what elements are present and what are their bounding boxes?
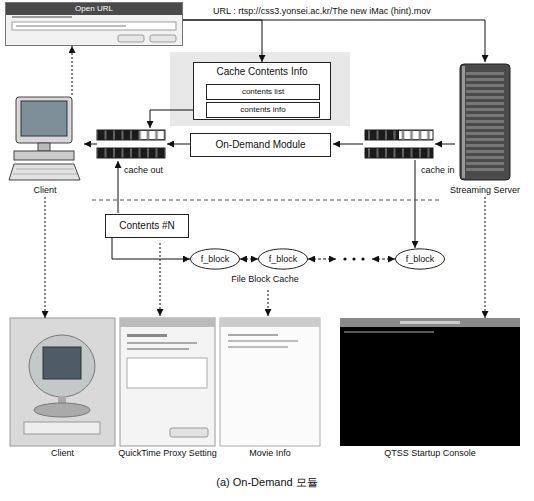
connector: [112, 238, 190, 259]
connector: [72, 46, 73, 95]
node-text: Movie Info: [249, 448, 291, 459]
flow-label: File Block Cache: [230, 274, 300, 285]
server-tower: [460, 64, 510, 180]
dialog-window: Open URL: [5, 2, 183, 46]
connector: [240, 259, 258, 260]
node-text: f_block: [406, 254, 435, 265]
process-box: On-Demand Module: [190, 133, 331, 157]
shaded-panel: [170, 52, 350, 126]
block-ellipse: f_block: [258, 248, 308, 270]
process-box: Cache Contents Info contents list contents…: [193, 62, 331, 120]
figure-node: Streaming Server: [448, 62, 523, 197]
figure-node: Client: [10, 318, 115, 460]
node-text: Streaming Server: [450, 185, 520, 196]
connector: [183, 20, 485, 62]
node-text: On-Demand Module: [215, 139, 305, 151]
figure-node: Movie Info: [220, 318, 320, 460]
node-text: Open URL: [75, 4, 113, 14]
block-ellipse: f_block: [190, 248, 240, 270]
figure-node: QTSS Startup Console: [340, 318, 520, 460]
console-screenshot: [340, 318, 520, 446]
flow-wires: [84, 110, 455, 316]
figure-node: QuickTime Proxy Setting: [116, 318, 219, 460]
ellipse-shape: [259, 249, 308, 269]
title-bar: Open URL: [6, 3, 182, 15]
node-text: Contents #N: [119, 220, 175, 232]
flow-label: cache in: [420, 165, 456, 176]
connector: [485, 197, 486, 318]
ellipse-shape: [396, 249, 445, 269]
right-queue: [365, 130, 433, 158]
node-text: f_block: [201, 254, 230, 265]
node-text: f_block: [269, 254, 298, 265]
node-text: Cache Contents Info: [216, 66, 307, 78]
dialog-screenshot: [6, 3, 182, 45]
connector: [45, 197, 46, 318]
process-box: contents info: [206, 102, 320, 118]
proxy-setting-screenshot: [120, 318, 215, 446]
block-ellipse: f_block: [395, 248, 445, 270]
left-queue: [97, 130, 165, 158]
flow-label: cache out: [123, 165, 164, 176]
figure-caption: (a) On-Demand 모듈: [216, 476, 317, 489]
node-text: contents list: [242, 87, 284, 97]
connector: [183, 20, 262, 62]
url-label: URL : rtsp://css3.yonsei.ac.kr/The new i…: [212, 6, 432, 17]
client-computer: [9, 97, 80, 180]
node-text: Client: [33, 185, 56, 196]
movie-info-screenshot: [220, 318, 320, 446]
node-text: Client: [51, 448, 74, 459]
process-box: contents list: [206, 84, 320, 100]
node-text: QuickTime Proxy Setting: [118, 448, 217, 459]
ellipse-shape: [191, 249, 240, 269]
client-screenshot: [10, 318, 115, 446]
process-box: Contents #N: [105, 214, 189, 238]
node-text: contents info: [240, 105, 285, 115]
node-text: QTSS Startup Console: [384, 448, 476, 459]
figure-node: Client: [8, 95, 82, 197]
ellipsis-dots: [343, 257, 364, 260]
